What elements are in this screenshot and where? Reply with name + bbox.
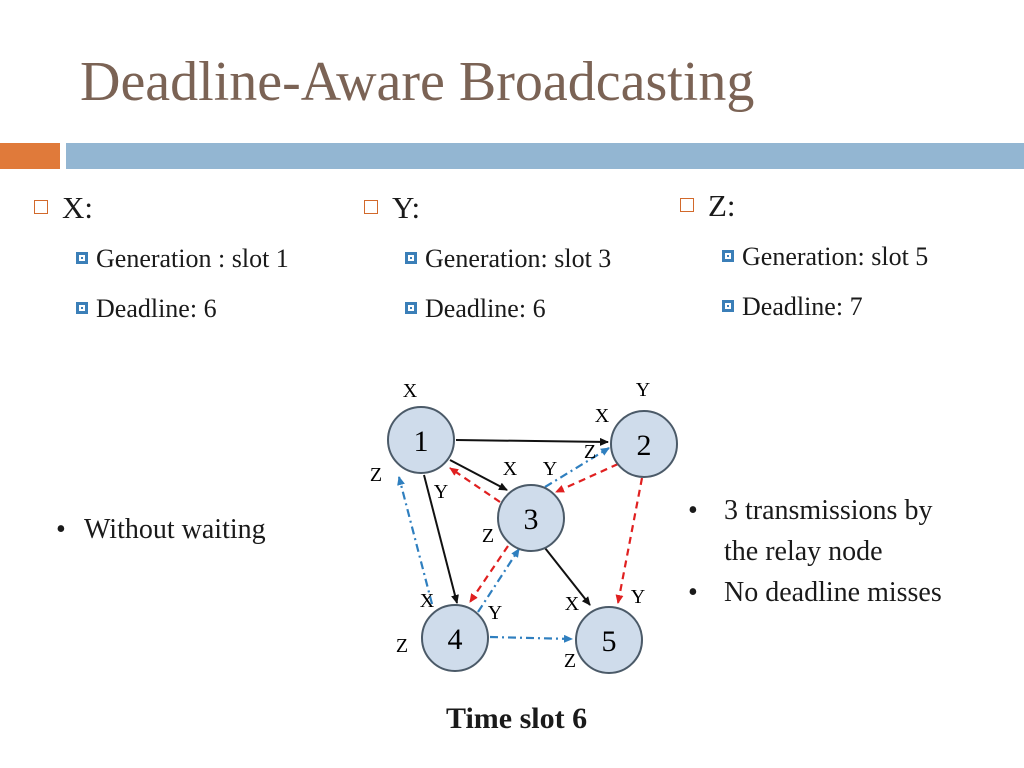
slide-title: Deadline-Aware Broadcasting <box>80 51 755 113</box>
edge-4-to-3 <box>477 548 520 613</box>
message-y-heading: Y: <box>364 190 420 226</box>
diagram-label: Y <box>434 481 448 503</box>
message-x-generation-text: Generation : slot 1 <box>96 244 289 273</box>
edge-1-to-3 <box>449 459 508 491</box>
title-accent-bar-orange <box>0 143 60 169</box>
node-1-label: 1 <box>414 425 429 458</box>
edge-3-to-1 <box>449 467 501 503</box>
square-bullet-icon <box>405 302 417 314</box>
title-accent-bar-blue <box>66 143 1024 169</box>
square-bullet-icon <box>680 198 694 212</box>
node-3: 3 <box>497 484 565 552</box>
node-5-label: 5 <box>602 625 617 658</box>
message-x-label: X: <box>62 190 93 225</box>
node-2-label: 2 <box>637 429 652 462</box>
right-note-line: No deadline misses <box>724 577 942 608</box>
diagram-label: X <box>595 405 610 427</box>
square-bullet-icon <box>364 200 378 214</box>
node-4-label: 4 <box>448 623 463 656</box>
network-diagram: 1 2 3 4 5 X Y X Z Y X Y Z Z X Y Z X Y Z <box>370 379 678 674</box>
square-bullet-icon <box>405 252 417 264</box>
node-4: 4 <box>421 604 489 672</box>
diagram-label: X <box>403 380 418 402</box>
node-3-label: 3 <box>524 503 539 536</box>
bullet-dot-icon: • <box>688 577 698 608</box>
square-bullet-icon <box>76 302 88 314</box>
right-note-line: 3 transmissions by <box>724 495 933 526</box>
time-slot-caption: Time slot 6 <box>446 702 588 735</box>
bullet-dot-icon: • <box>688 495 698 526</box>
diagram-label: X <box>565 593 580 615</box>
edge-3-to-5 <box>544 547 591 606</box>
message-y-generation: Generation: slot 3 <box>405 244 611 274</box>
edge-2-to-3 <box>555 462 619 494</box>
diagram-label: Y <box>631 586 645 608</box>
edge-1-to-2 <box>455 437 609 446</box>
message-z-deadline: Deadline: 7 <box>722 292 863 322</box>
diagram-label: Y <box>636 379 650 401</box>
diagram-label: Z <box>482 525 494 547</box>
left-note-text: Without waiting <box>84 514 266 545</box>
diagram-label: Z <box>584 441 596 463</box>
message-z-heading: Z: <box>680 188 736 224</box>
diagram-label: Z <box>370 464 382 486</box>
diagram-label: Y <box>543 458 557 480</box>
bullet-dot-icon: • <box>56 514 66 545</box>
message-y-deadline: Deadline: 6 <box>405 294 546 324</box>
square-bullet-icon <box>722 250 734 262</box>
diagram-label: X <box>420 590 435 612</box>
edge-4-to-5 <box>489 634 573 643</box>
node-2: 2 <box>610 410 678 478</box>
message-x-heading: X: <box>34 190 93 226</box>
diagram-label: X <box>503 458 518 480</box>
edge-4-to-1 <box>397 476 434 605</box>
message-z-generation-text: Generation: slot 5 <box>742 242 929 271</box>
diagram-label: Z <box>396 635 408 657</box>
edge-1-to-4 <box>423 474 459 604</box>
right-note-item: • 3 transmissions by the relay node <box>688 490 942 572</box>
message-z-label: Z: <box>708 188 736 223</box>
node-1: 1 <box>387 406 455 474</box>
left-note: • Without waiting <box>56 514 266 546</box>
square-bullet-icon <box>722 300 734 312</box>
message-y-label: Y: <box>392 190 421 225</box>
message-y-generation-text: Generation: slot 3 <box>425 244 612 273</box>
message-z-generation: Generation: slot 5 <box>722 242 928 272</box>
right-note-line: the relay node <box>724 536 883 567</box>
diagram-label: Z <box>564 650 576 672</box>
edge-2-to-5 <box>615 477 644 604</box>
message-x-generation: Generation : slot 1 <box>76 244 289 274</box>
message-z-deadline-text: Deadline: 7 <box>742 292 863 321</box>
message-x-deadline: Deadline: 6 <box>76 294 217 324</box>
square-bullet-icon <box>34 200 48 214</box>
message-y-deadline-text: Deadline: 6 <box>425 294 546 323</box>
right-notes: • 3 transmissions by the relay node • No… <box>688 490 942 613</box>
message-x-deadline-text: Deadline: 6 <box>96 294 217 323</box>
diagram-label: Y <box>488 602 502 624</box>
edge-3-to-2 <box>544 447 610 488</box>
square-bullet-icon <box>76 252 88 264</box>
node-5: 5 <box>575 606 643 674</box>
right-note-item: • No deadline misses <box>688 572 942 613</box>
